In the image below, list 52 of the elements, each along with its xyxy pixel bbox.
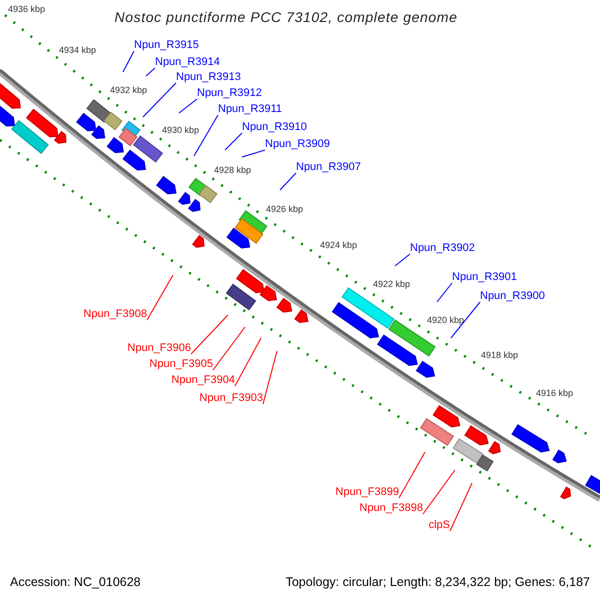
leader-line	[212, 326, 246, 370]
leader-line	[178, 98, 198, 114]
leader-line	[450, 302, 480, 338]
gene-label: Npun_R3913	[176, 72, 241, 83]
leader-line	[190, 314, 228, 354]
leader-line	[422, 470, 456, 514]
gene-label: Npun_F3898	[359, 503, 423, 514]
gene-label: Npun_F3904	[171, 375, 235, 386]
leader-line	[224, 132, 242, 150]
gene-label: clpS	[428, 520, 450, 531]
gene-label: Npun_R3915	[134, 40, 199, 51]
scale-label: 4928 kbp	[214, 166, 252, 175]
genome-summary-label: Topology: circular; Length: 8,234,322 bp; Genes: 6,187	[286, 576, 590, 588]
leader-line	[122, 50, 134, 72]
gene-label: Npun_F3899	[335, 487, 399, 498]
scale-label: 4918 kbp	[481, 351, 518, 360]
gene-label: Npun_F3906	[127, 343, 191, 354]
gene-label: Npun_R3909	[265, 139, 330, 150]
leader-line	[398, 452, 426, 498]
scale-label: 4930 kbp	[162, 126, 200, 135]
scale-label: 4922 kbp	[373, 280, 410, 289]
leader-line	[234, 338, 262, 386]
leader-line	[436, 282, 452, 302]
gene-label: Npun_R3907	[296, 162, 361, 173]
gene-label: Npun_R3912	[197, 88, 262, 99]
gene-label: Npun_R3910	[242, 122, 307, 133]
leader-line	[194, 114, 218, 156]
leader-line	[394, 254, 410, 266]
gene-label: Npun_F3908	[83, 309, 147, 320]
title: Nostoc punctiforme PCC 73102, complete genome	[114, 10, 458, 24]
leader-line	[242, 150, 266, 158]
scale-label: 4916 kbp	[536, 389, 574, 398]
leader-line	[146, 68, 156, 76]
gene-label: Npun_F3903	[199, 393, 263, 404]
scale-label: 4926 kbp	[266, 205, 304, 214]
gene-label: Npun_R3901	[452, 272, 517, 283]
leader-line	[262, 350, 278, 404]
scale-label: 4934 kbp	[59, 46, 96, 55]
gene-label: Npun_F3905	[149, 359, 213, 370]
leader-line	[146, 274, 174, 320]
scale-label: 4920 kbp	[427, 316, 464, 325]
accession-label: Accession: NC_010628	[10, 576, 141, 588]
leader-line	[280, 172, 296, 190]
scale-label: 4924 kbp	[320, 241, 358, 250]
leader-line	[450, 482, 472, 532]
scale-label: 4936 kbp	[8, 5, 46, 14]
gene-label: Npun_R3914	[155, 57, 220, 68]
leader-line	[142, 82, 176, 118]
gene-label: Npun_R3902	[410, 243, 475, 254]
scale-label: 4932 kbp	[110, 86, 148, 95]
gene-label: Npun_R3900	[480, 291, 545, 302]
gene-label: Npun_R3911	[218, 104, 282, 115]
